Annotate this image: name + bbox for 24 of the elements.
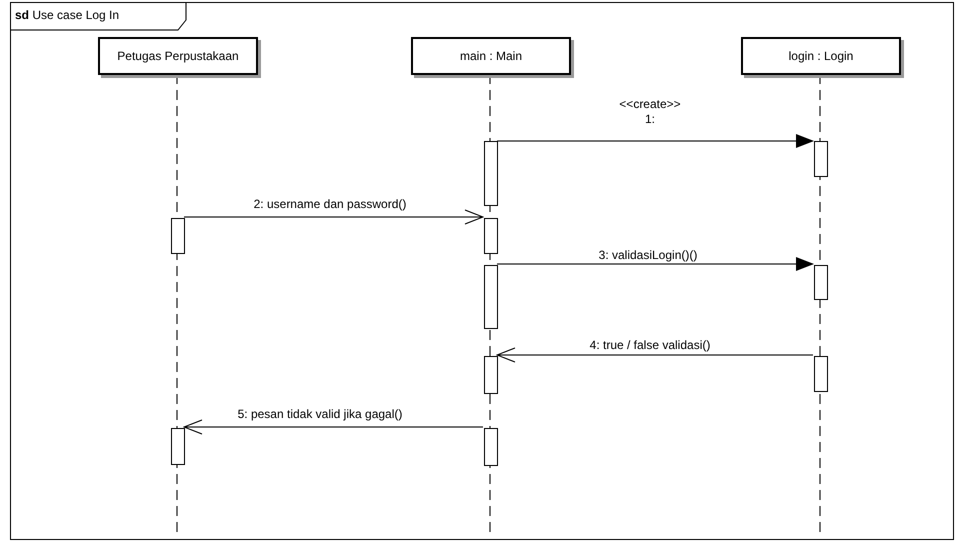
activation-bar (484, 141, 498, 206)
activation-bar (484, 428, 498, 466)
message-arrow (184, 210, 484, 224)
message-arrow (496, 257, 814, 271)
activation-bar (484, 218, 498, 254)
lifeline-head: main : Main (411, 37, 571, 75)
message-label: 5: pesan tidak valid jika gagal() (236, 407, 404, 422)
activation-bar (484, 265, 498, 329)
message-arrow (184, 420, 484, 434)
frame-title: sd Use case Log In (15, 8, 120, 22)
message-label: 2: username dan password() (252, 197, 408, 212)
message-label: 3: validasiLogin()() (596, 248, 700, 263)
lifeline-head: login : Login (741, 37, 901, 75)
activation-bar (814, 141, 828, 177)
activation-bar (171, 218, 185, 254)
sequence-frame (10, 2, 954, 540)
activation-bar (484, 356, 498, 394)
message-arrow (496, 348, 814, 362)
activation-bar (814, 265, 828, 300)
message-label: 4: true / false validasi() (588, 338, 712, 353)
message-arrow (496, 134, 814, 148)
lifeline-head: Petugas Perpustakaan (98, 37, 258, 75)
activation-bar (814, 356, 828, 392)
activation-bar (171, 428, 185, 465)
